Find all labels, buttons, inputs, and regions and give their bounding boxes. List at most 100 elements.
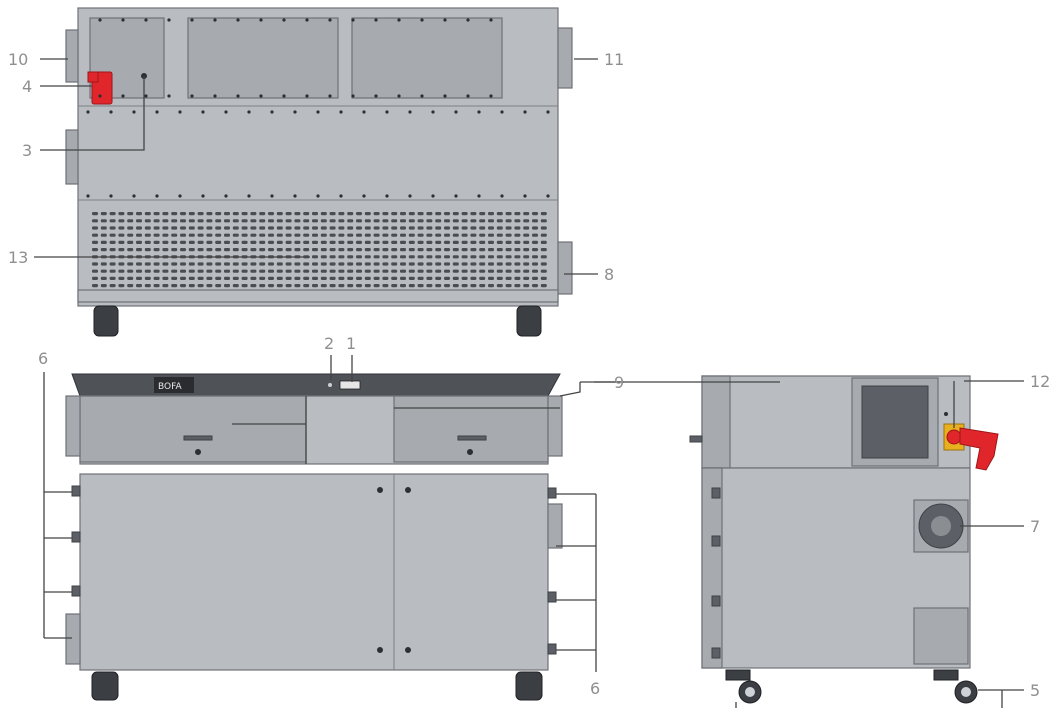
front-handle-left [183, 435, 213, 441]
vent-slot [540, 226, 547, 230]
vent-slot [320, 219, 327, 223]
vent-slot [118, 248, 125, 252]
vent-slot [523, 269, 530, 273]
front-display [339, 380, 361, 390]
vent-slot [268, 212, 274, 216]
vent-slot [285, 284, 292, 288]
vent-slot [496, 284, 503, 288]
panel-bolt [420, 94, 424, 98]
vent-slot [241, 248, 248, 252]
vent-slot [505, 284, 512, 288]
vent-slot [224, 212, 230, 216]
vent-slot [285, 269, 292, 273]
callout-13: 13 [8, 248, 28, 267]
vent-slot [514, 226, 521, 230]
vent-slot [382, 269, 389, 273]
vent-slot [488, 226, 494, 230]
vent-slot [320, 212, 327, 216]
vent-slot [444, 255, 450, 259]
vent-slot [92, 276, 98, 280]
vent-slot [303, 284, 310, 288]
vent-slot [303, 269, 310, 273]
vent-slot [391, 269, 398, 273]
vent-slot [505, 233, 512, 237]
vent-slot [400, 255, 406, 259]
vent-slot [338, 269, 345, 273]
vent-slot [505, 262, 512, 266]
vent-slot [276, 269, 283, 273]
panel-bolt [500, 194, 504, 198]
vent-slot [153, 219, 160, 223]
vent-slot [461, 248, 468, 252]
panel-bolt [98, 18, 102, 22]
panel-bolt [270, 110, 274, 114]
panel-bolt [201, 194, 205, 198]
vent-slot [417, 284, 424, 288]
vent-slot [100, 284, 107, 288]
vent-slot [470, 219, 477, 223]
vent-slot [109, 262, 116, 266]
panel-bolt [420, 18, 424, 22]
vent-slot [312, 284, 318, 288]
vent-slot [452, 240, 459, 244]
vent-slot [197, 262, 204, 266]
vent-slot [461, 284, 468, 288]
vent-slot [153, 269, 160, 273]
vent-slot [382, 219, 389, 223]
vent-slot [382, 262, 389, 266]
vent-slot [136, 233, 142, 237]
vent-slot [356, 233, 362, 237]
vent-slot [444, 240, 450, 244]
vent-slot [118, 262, 125, 266]
panel-bolt [132, 194, 136, 198]
vent-slot [312, 240, 318, 244]
panel-bolt [362, 110, 366, 114]
callout-6-left: 6 [38, 349, 48, 368]
vent-slot [162, 284, 169, 288]
vent-slot [356, 262, 362, 266]
front-top-lid [71, 373, 561, 397]
vent-slot [197, 284, 204, 288]
vent-slot [514, 276, 521, 280]
panel-bolt [477, 110, 481, 114]
panel-bolt [190, 18, 194, 22]
vent-slot [171, 284, 178, 288]
vent-slot [127, 269, 134, 273]
vent-slot [373, 248, 380, 252]
vent-slot [294, 233, 301, 237]
panel-bolt [213, 18, 217, 22]
panel-bolt [339, 194, 343, 198]
vent-slot [452, 276, 459, 280]
vent-slot [444, 262, 450, 266]
vent-slot [532, 219, 538, 223]
panel-bolt [477, 194, 481, 198]
vent-slot [188, 284, 195, 288]
vent-slot [373, 226, 380, 230]
vent-slot [268, 284, 274, 288]
vent-slot [259, 212, 266, 216]
vent-slot [162, 219, 169, 223]
vent-slot [540, 212, 547, 216]
vent-slot [188, 240, 195, 244]
vent-slot [444, 233, 450, 237]
panel-bolt [144, 94, 148, 98]
vent-slot [435, 255, 442, 259]
front-handle-right [457, 435, 487, 441]
vent-slot [452, 233, 459, 237]
vent-slot [461, 269, 468, 273]
vent-slot [206, 276, 213, 280]
vent-slot [188, 248, 195, 252]
vent-slot [461, 262, 468, 266]
vent-slot [180, 276, 186, 280]
vent-slot [505, 226, 512, 230]
vent-slot [540, 233, 547, 237]
vent-slot [232, 219, 239, 223]
vent-slot [180, 269, 186, 273]
vent-slot [276, 248, 283, 252]
vent-slot [92, 219, 98, 223]
vent-slot [303, 233, 310, 237]
vent-slot [294, 284, 301, 288]
panel-bolt [293, 194, 297, 198]
vent-slot [144, 269, 151, 273]
vent-slot [540, 248, 547, 252]
